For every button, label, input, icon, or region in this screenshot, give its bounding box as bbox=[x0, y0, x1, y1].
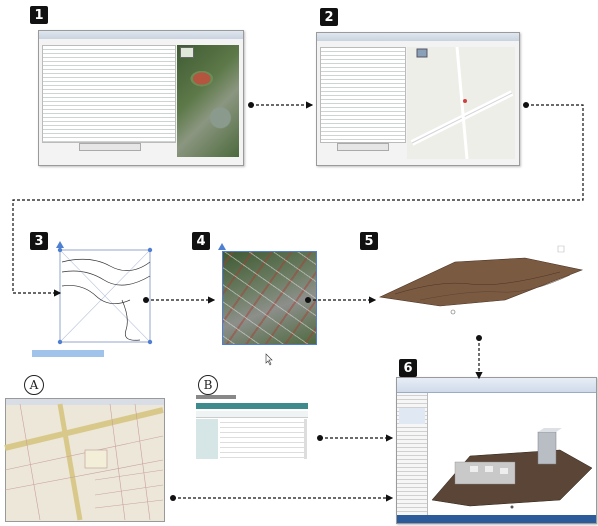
step-1-thumbnail bbox=[180, 47, 194, 58]
step-1-badge: 1 bbox=[30, 6, 48, 24]
step-2-button[interactable] bbox=[337, 143, 389, 151]
step-5-badge: 5 bbox=[360, 232, 378, 250]
panel-b-label: B bbox=[198, 375, 218, 395]
arrow-2-to-3 bbox=[12, 104, 584, 297]
panel-b-title bbox=[196, 395, 236, 399]
panel-b-table-header bbox=[196, 403, 308, 409]
step-1-button[interactable] bbox=[79, 143, 141, 151]
step-6-properties bbox=[399, 408, 425, 424]
step-1-window bbox=[38, 30, 244, 166]
step-4-badge: 4 bbox=[192, 232, 210, 250]
panel-b-scrollbar[interactable] bbox=[304, 419, 307, 459]
step-1-titlebar bbox=[39, 31, 243, 39]
step-6-ribbon bbox=[397, 378, 596, 393]
panel-a-label: A bbox=[24, 375, 44, 395]
step-4-aerial-image bbox=[222, 251, 317, 345]
step-2-badge: 2 bbox=[320, 8, 338, 26]
step-2-roads bbox=[410, 46, 514, 160]
step-6-revit-window bbox=[396, 377, 597, 524]
step-6-taskbar bbox=[397, 515, 596, 523]
step-6-badge: 6 bbox=[399, 359, 417, 377]
panel-b-table-body bbox=[220, 419, 304, 459]
step-2-list bbox=[320, 47, 406, 143]
panel-b-table-side bbox=[196, 419, 218, 459]
step-1-aerial-image bbox=[177, 45, 239, 157]
step-2-titlebar bbox=[317, 33, 519, 41]
step-1-list bbox=[42, 45, 176, 143]
step-3-badge: 3 bbox=[30, 232, 48, 250]
panel-b-table-row-1 bbox=[196, 411, 308, 418]
panel-a-toolbar bbox=[6, 399, 164, 405]
step-2-window bbox=[316, 32, 520, 166]
panel-b-document bbox=[196, 395, 308, 465]
step-3-selection-bar bbox=[32, 350, 104, 357]
